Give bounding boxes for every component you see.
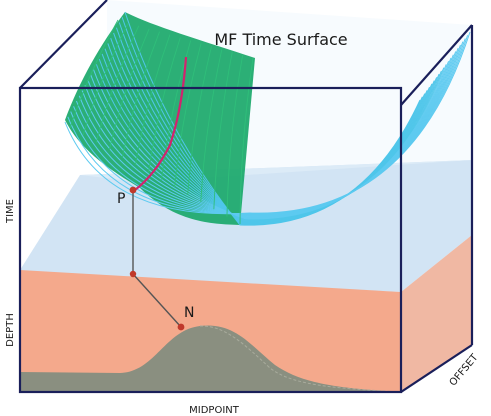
mesh-cross-line — [134, 34, 171, 165]
mesh-cross-line — [239, 57, 254, 225]
mesh-cross-line — [174, 43, 202, 188]
moveout-curve — [81, 51, 457, 217]
point-p-marker — [129, 186, 137, 194]
moveout-curve — [64, 31, 471, 215]
point-n-label: N — [184, 305, 194, 321]
moveout-curve — [107, 43, 435, 223]
box-frame — [18, 0, 474, 394]
moveout-curve — [93, 64, 447, 220]
mesh-cross-line — [213, 52, 233, 210]
depth-layer-right — [401, 235, 472, 392]
moveout-curve — [110, 38, 433, 223]
point-n-marker — [177, 323, 185, 331]
ray-path — [129, 186, 185, 331]
mesh-cross-line — [187, 46, 212, 195]
moveout-curve — [78, 48, 459, 217]
moveout-curve — [101, 53, 440, 221]
point-midway-marker — [129, 270, 137, 278]
moveout-curve — [90, 60, 450, 219]
diagram-title: MF Time Surface — [214, 30, 347, 49]
moveout-curve — [104, 48, 438, 222]
mesh-cross-lines — [69, 19, 254, 225]
moveout-curve — [87, 57, 452, 219]
moveout-curve — [98, 58, 442, 221]
mf-time-surface — [64, 11, 471, 226]
mesh-curves — [64, 11, 471, 226]
mesh-cross-line — [108, 28, 150, 151]
moveout-curve — [118, 22, 426, 225]
mesh-cross-line — [69, 19, 119, 129]
mesh-cross-line — [95, 25, 140, 143]
mesh-cross-line — [148, 37, 181, 173]
moveout-curve — [75, 44, 461, 216]
mesh-cross-line — [82, 22, 129, 136]
moveout-curve — [73, 41, 464, 216]
time-layer — [20, 160, 472, 292]
axis-label-depth: DEPTH — [5, 313, 16, 347]
axis-label-time: TIME — [5, 199, 16, 224]
mesh-cross-line — [161, 40, 192, 180]
moveout-curve — [115, 27, 428, 224]
moveout-curve — [84, 54, 454, 218]
axis-label-midpoint: MIDPOINT — [189, 405, 240, 416]
magenta-curve — [134, 56, 188, 191]
point-p-label: P — [117, 191, 125, 207]
moveout-curve — [70, 38, 466, 215]
mesh-cross-line — [226, 55, 244, 217]
mesh-cross-line — [200, 49, 223, 202]
moveout-curve — [113, 32, 430, 224]
hill-structure — [20, 325, 401, 392]
mesh-cross-line — [121, 31, 160, 158]
hill-ridge-line — [199, 325, 402, 393]
